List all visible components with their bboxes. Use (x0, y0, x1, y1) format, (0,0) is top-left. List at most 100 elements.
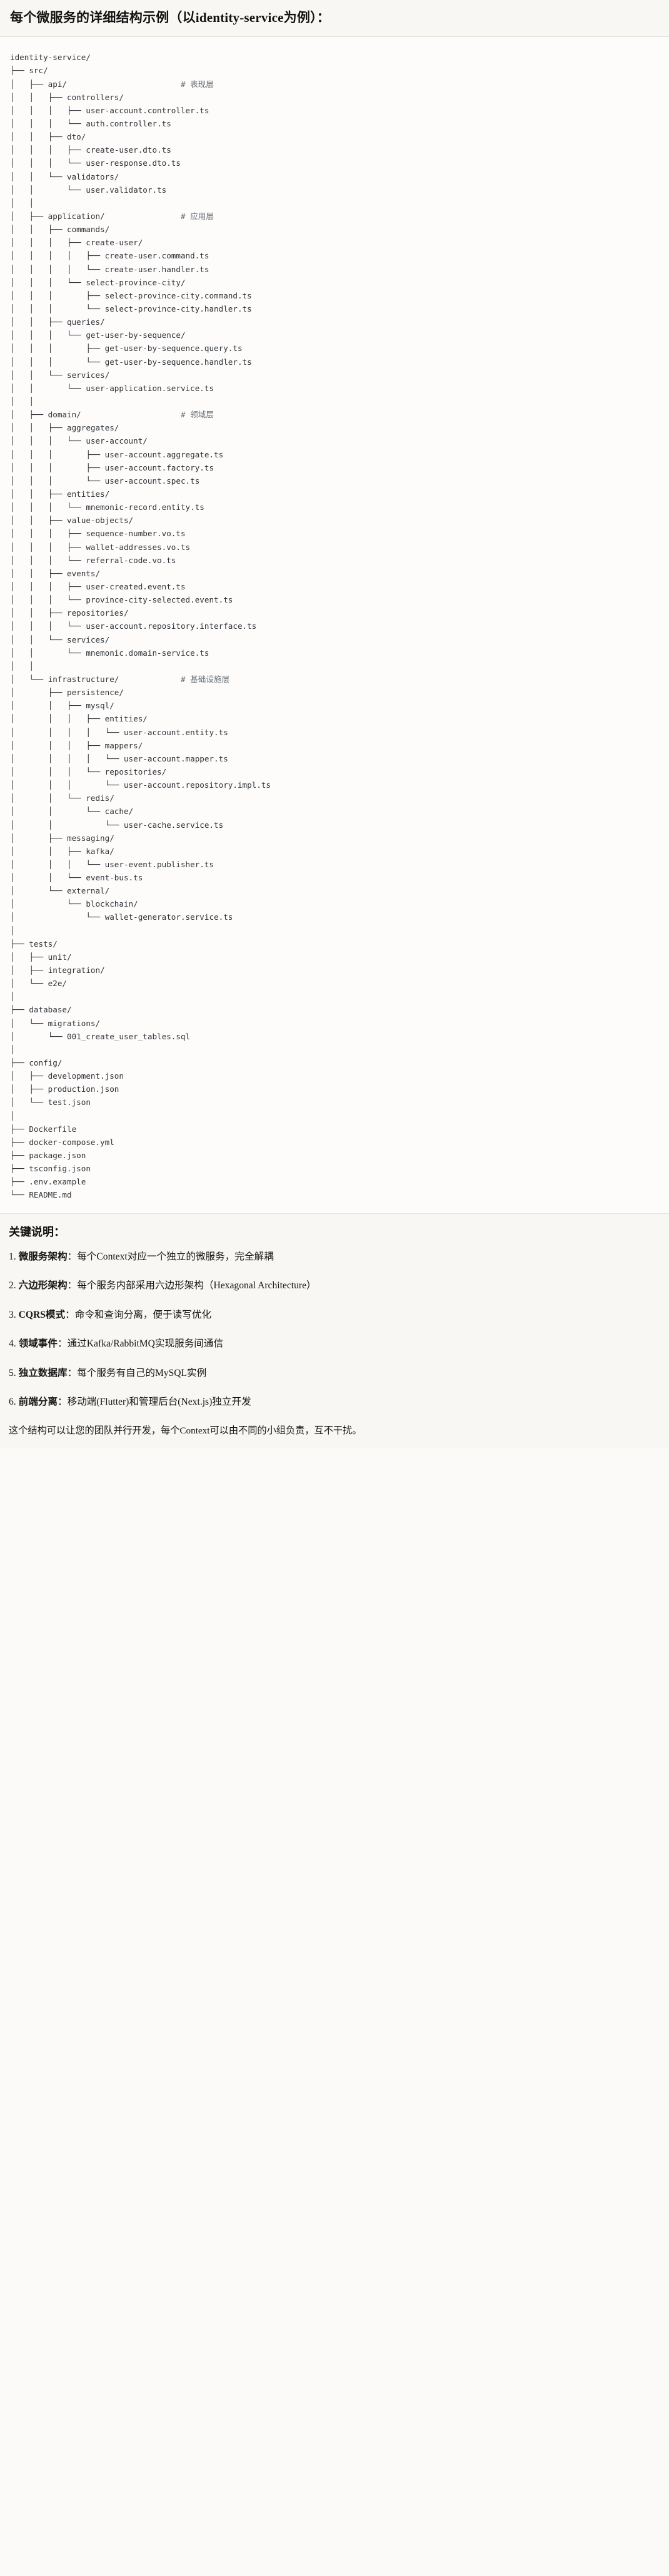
tree-row: │ (10, 1043, 659, 1056)
tree-row: │ ├── api/ # 表现层 (10, 78, 659, 91)
key-note-separator: ： (67, 1251, 78, 1262)
key-note-description: 每个服务有自己的MySQL实例 (77, 1367, 207, 1378)
tree-row-path: │ │ └── mnemonic.domain-service.ts (10, 648, 209, 658)
tree-row-path: ├── Dockerfile (10, 1124, 77, 1134)
tree-row: │ │ │ │ ├── create-user.command.ts (10, 249, 659, 262)
tree-row-path: │ └── 001_create_user_tables.sql (10, 1031, 191, 1041)
closing-paragraph: 这个结构可以让您的团队并行开发，每个Context可以由不同的小组负责，互不干扰… (9, 1425, 362, 1437)
tree-row-gap (119, 675, 181, 684)
tree-row: │ │ └── validators/ (10, 170, 659, 183)
tree-row: ├── database/ (10, 1003, 659, 1016)
key-note-separator: ： (57, 1338, 68, 1350)
tree-row: ├── tsconfig.json (10, 1162, 659, 1175)
tree-row-comment: # 应用层 (180, 211, 214, 221)
tree-row: │ │ │ └── user-response.dto.ts (10, 156, 659, 170)
tree-row: │ │ │ └── user-account/ (10, 434, 659, 447)
tree-row: ├── config/ (10, 1056, 659, 1069)
key-note-description: 每个Context对应一个独立的微服务，完全解耦 (77, 1251, 274, 1262)
tree-row-path: │ ├── unit/ (10, 952, 72, 962)
tree-row-path: │ (10, 1044, 15, 1054)
tree-row: │ │ │ └── get-user-by-sequence/ (10, 328, 659, 342)
tree-row: │ │ │ ├── select-province-city.command.t… (10, 289, 659, 302)
key-notes-title: 关键说明： (9, 1225, 65, 1238)
tree-row-path: │ └── e2e/ (10, 979, 67, 989)
tree-row-path: │ │ │ └── get-user-by-sequence/ (10, 330, 186, 340)
tree-row-path: │ │ ├── repositories/ (10, 608, 129, 618)
tree-row-path: ├── package.json (10, 1151, 86, 1161)
tree-row-path: │ │ │ └── get-user-by-sequence.handler.t… (10, 357, 252, 367)
key-note-number: 6. (9, 1396, 19, 1407)
tree-row-path: ├── src/ (10, 66, 48, 76)
tree-row: │ ├── application/ # 应用层 (10, 210, 659, 223)
tree-row-path: │ │ │ └── referral-code.vo.ts (10, 555, 176, 565)
tree-row-path: │ │ │ ├── mappers/ (10, 740, 143, 750)
tree-row: │ │ (10, 196, 659, 210)
tree-row-path: │ │ │ ├── user-created.event.ts (10, 581, 186, 591)
key-note-term: 六边形架构 (18, 1280, 68, 1291)
tree-row: │ │ │ └── repositories/ (10, 765, 659, 778)
tree-row: │ │ (10, 395, 659, 408)
tree-row-path: │ │ │ ├── create-user.dto.ts (10, 145, 171, 155)
tree-row-path: │ ├── messaging/ (10, 833, 114, 843)
tree-row-path: │ │ │ ├── wallet-addresses.vo.ts (10, 542, 191, 552)
key-note-number: 3. (9, 1309, 19, 1320)
key-note-description: 通过Kafka/RabbitMQ实现服务间通信 (67, 1338, 224, 1350)
tree-row: │ └── 001_create_user_tables.sql (10, 1030, 659, 1043)
tree-row: │ │ │ └── province-city-selected.event.t… (10, 593, 659, 606)
tree-row-path: identity-service/ (10, 53, 91, 63)
tree-row: │ │ ├── events/ (10, 567, 659, 580)
tree-row-gap (105, 211, 181, 221)
tree-row-path: │ (10, 992, 15, 1002)
tree-row-path: ├── docker-compose.yml (10, 1137, 114, 1147)
tree-row-path: │ │ ├── aggregates/ (10, 423, 119, 433)
key-note-term: CQRS模式 (18, 1309, 66, 1320)
tree-row-path: │ │ └── user-application.service.ts (10, 383, 214, 393)
tree-row-path: │ └── external/ (10, 886, 110, 896)
tree-row: │ │ └── services/ (10, 633, 659, 646)
tree-row: │ (10, 990, 659, 1003)
tree-row-path: ├── tsconfig.json (10, 1164, 91, 1174)
tree-row-path: │ │ ├── events/ (10, 568, 101, 578)
tree-row-path: │ │ │ │ └── create-user.handler.ts (10, 264, 209, 274)
tree-row-path: │ └── infrastructure/ (10, 674, 119, 684)
tree-row-path: │ │ └── user.validator.ts (10, 185, 167, 195)
tree-row-path: ├── tests/ (10, 939, 58, 949)
tree-row: identity-service/ (10, 51, 659, 64)
key-note-term: 领域事件 (18, 1338, 58, 1350)
key-note-number: 2. (9, 1280, 19, 1291)
tree-row-path: │ │ │ ├── user-account.aggregate.ts (10, 449, 224, 459)
tree-row-path: │ ├── application/ (10, 211, 105, 221)
tree-row: │ │ │ ├── user-account.aggregate.ts (10, 448, 659, 461)
tree-row-path: │ └── test.json (10, 1097, 91, 1107)
tree-row-path: │ │ ├── entities/ (10, 489, 110, 499)
tree-row-path: │ │ │ └── user-event.publisher.ts (10, 859, 214, 869)
tree-row-path: │ │ └── user-cache.service.ts (10, 820, 224, 830)
tree-row: │ │ ├── mysql/ (10, 699, 659, 712)
tree-row-path: ├── database/ (10, 1005, 72, 1015)
key-note-number: 1. (9, 1251, 19, 1262)
tree-row: ├── .env.example (10, 1175, 659, 1188)
tree-row: │ │ ├── dto/ (10, 130, 659, 143)
tree-row: │ └── test.json (10, 1096, 659, 1109)
tree-row: │ │ ├── commands/ (10, 223, 659, 236)
tree-row: │ └── migrations/ (10, 1017, 659, 1030)
tree-row: │ │ │ └── mnemonic-record.entity.ts (10, 501, 659, 514)
tree-row: │ │ ├── controllers/ (10, 91, 659, 104)
tree-row: │ │ │ └── referral-code.vo.ts (10, 554, 659, 567)
tree-row-path: ├── config/ (10, 1058, 63, 1068)
tree-row-path: │ │ └── event-bus.ts (10, 873, 143, 883)
tree-row-path: │ │ │ └── province-city-selected.event.t… (10, 595, 233, 605)
tree-row-comment: # 领域层 (180, 410, 214, 420)
tree-row: ├── docker-compose.yml (10, 1136, 659, 1149)
tree-row: │ │ │ ├── create-user.dto.ts (10, 143, 659, 156)
tree-row: │ │ │ │ └── user-account.entity.ts (10, 726, 659, 739)
tree-row-path: │ │ │ └── user-account.repository.interf… (10, 621, 257, 631)
key-note-item: 4. 领域事件：通过Kafka/RabbitMQ实现服务间通信 (9, 1336, 660, 1351)
tree-row-path: │ │ ├── dto/ (10, 132, 86, 142)
key-note-number: 4. (9, 1338, 19, 1350)
key-note-term: 独立数据库 (18, 1367, 68, 1378)
tree-row-path: │ ├── persistence/ (10, 688, 124, 698)
tree-row-path: │ │ (10, 661, 34, 671)
tree-row-path: │ │ ├── kafka/ (10, 846, 114, 856)
tree-row-path: │ │ ├── mysql/ (10, 701, 114, 711)
